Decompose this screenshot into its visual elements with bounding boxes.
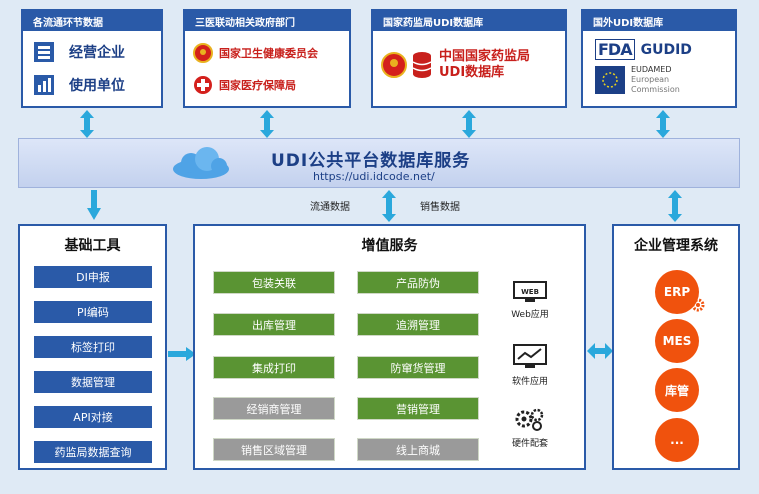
outbound-management-button[interactable]: 出库管理 [213, 313, 335, 336]
app-label: 软件应用 [511, 377, 548, 387]
bidirectional-arrow-icon [462, 110, 476, 138]
list-item: 使用单位 [33, 74, 125, 96]
marketing-management-button[interactable]: 营销管理 [357, 397, 479, 420]
emblem-icon [193, 43, 213, 63]
box-header: 国家药监局UDI数据库 [373, 11, 565, 31]
warehouse-circle[interactable]: 库管 [655, 368, 699, 412]
enterprise-systems-panel: 企业管理系统 ERP MES 库管 ... [612, 224, 740, 470]
cloud-icon [173, 147, 229, 179]
udi-db-name: UDI数据库 [439, 65, 505, 80]
bidirectional-arrow-icon [656, 110, 670, 138]
nmpa-query-button[interactable]: 药监局数据查询 [34, 441, 152, 463]
box-circulation-data: 各流通环节数据 经营企业 使用单位 [21, 9, 163, 108]
sales-data-label: 销售数据 [420, 202, 460, 213]
box-header: 国外UDI数据库 [583, 11, 735, 31]
item-label: 使用单位 [69, 78, 125, 94]
more-circle[interactable]: ... [655, 418, 699, 462]
list-item: 国家医疗保障局 [193, 75, 296, 95]
pi-encode-button[interactable]: PI编码 [34, 301, 152, 323]
fda-gudid-logo: FDA GUDID [595, 39, 692, 60]
basic-tools-panel: 基础工具 DI申报 PI编码 标签打印 数据管理 API对接 药监局数据查询 [18, 224, 167, 470]
bar-chart-icon [34, 75, 54, 95]
nmpa-name: 中国国家药监局 [439, 49, 531, 64]
gear-icon [691, 298, 705, 312]
package-link-button[interactable]: 包装关联 [213, 271, 335, 294]
list-item: 国家卫生健康委员会 [193, 43, 318, 63]
item-label: 国家医疗保障局 [219, 79, 296, 92]
box-header: 各流通环节数据 [23, 11, 161, 31]
hardware-item[interactable]: 硬件配套 [500, 406, 560, 449]
bidirectional-horizontal-arrow-icon [587, 343, 613, 359]
traceability-button[interactable]: 追溯管理 [357, 313, 479, 336]
web-monitor-icon: WEB [513, 281, 547, 302]
gudid-label: GUDID [640, 41, 692, 58]
circle-label: ERP [663, 285, 691, 299]
platform-title: UDI公共平台数据库服务 [271, 151, 471, 171]
box-foreign-udi: 国外UDI数据库 FDA GUDID EUDAMED European Comm… [581, 9, 737, 108]
panel-title: 增值服务 [361, 238, 418, 254]
data-management-button[interactable]: 数据管理 [34, 371, 152, 393]
mes-circle[interactable]: MES [655, 319, 699, 363]
sales-region-management-button[interactable]: 销售区域管理 [213, 438, 335, 461]
list-item: 经营企业 [33, 41, 125, 63]
anti-counterfeit-button[interactable]: 产品防伪 [357, 271, 479, 294]
box-nmpa-udi: 国家药监局UDI数据库 中国国家药监局 UDI数据库 [371, 9, 567, 108]
api-integration-button[interactable]: API对接 [34, 406, 152, 428]
udi-platform-bar: UDI公共平台数据库服务 https://udi.idcode.net/ [18, 138, 740, 188]
software-app-item[interactable]: 软件应用 [500, 344, 560, 387]
platform-url[interactable]: https://udi.idcode.net/ [313, 170, 435, 183]
circle-label: ... [670, 433, 684, 447]
erp-circle[interactable]: ERP [655, 270, 699, 314]
online-mall-button[interactable]: 线上商城 [357, 438, 479, 461]
di-declare-button[interactable]: DI申报 [34, 266, 152, 288]
eudamed-logo: EUDAMED European Commission [595, 65, 680, 95]
label-print-button[interactable]: 标签打印 [34, 336, 152, 358]
circle-label: 库管 [664, 383, 689, 398]
web-icon-label: WEB [521, 288, 539, 296]
web-app-item[interactable]: WEB Web应用 [500, 281, 560, 320]
panel-title: 基础工具 [64, 238, 121, 254]
nmpa-logo: 中国国家药监局 UDI数据库 [381, 49, 530, 81]
value-added-services-panel: 增值服务 包装关联 出库管理 集成打印 经销商管理 销售区域管理 产品防伪 追溯… [193, 224, 586, 470]
database-icon [34, 42, 54, 62]
eudamed-line: Commission [631, 85, 680, 94]
flow-data-label: 流通数据 [310, 202, 350, 213]
app-label: Web应用 [511, 310, 549, 320]
medical-cross-icon [194, 76, 212, 94]
down-arrow-icon [87, 190, 101, 220]
eudamed-line: European [631, 75, 670, 84]
monitor-chart-icon [513, 344, 547, 368]
gears-icon [515, 408, 544, 431]
database-cylinder-icon [412, 52, 432, 78]
distributor-management-button[interactable]: 经销商管理 [213, 397, 335, 420]
eudamed-line: EUDAMED [631, 65, 672, 74]
emblem-icon [381, 52, 407, 78]
fda-logo: FDA [595, 39, 635, 60]
eu-flag-icon [595, 66, 625, 94]
box-government: 三医联动相关政府部门 国家卫生健康委员会 国家医疗保障局 [183, 9, 351, 108]
bidirectional-arrow-icon [668, 190, 682, 222]
bidirectional-arrow-icon [260, 110, 274, 138]
right-arrow-icon [168, 347, 196, 361]
circle-label: MES [662, 334, 692, 348]
app-label: 硬件配套 [511, 439, 548, 449]
item-label: 国家卫生健康委员会 [219, 47, 318, 60]
bidirectional-arrow-icon [80, 110, 94, 138]
anti-diversion-button[interactable]: 防窜货管理 [357, 356, 479, 379]
item-label: 经营企业 [69, 45, 125, 61]
bidirectional-arrow-icon [382, 190, 396, 222]
integrated-print-button[interactable]: 集成打印 [213, 356, 335, 379]
box-header: 三医联动相关政府部门 [185, 11, 349, 31]
panel-title: 企业管理系统 [634, 238, 718, 254]
